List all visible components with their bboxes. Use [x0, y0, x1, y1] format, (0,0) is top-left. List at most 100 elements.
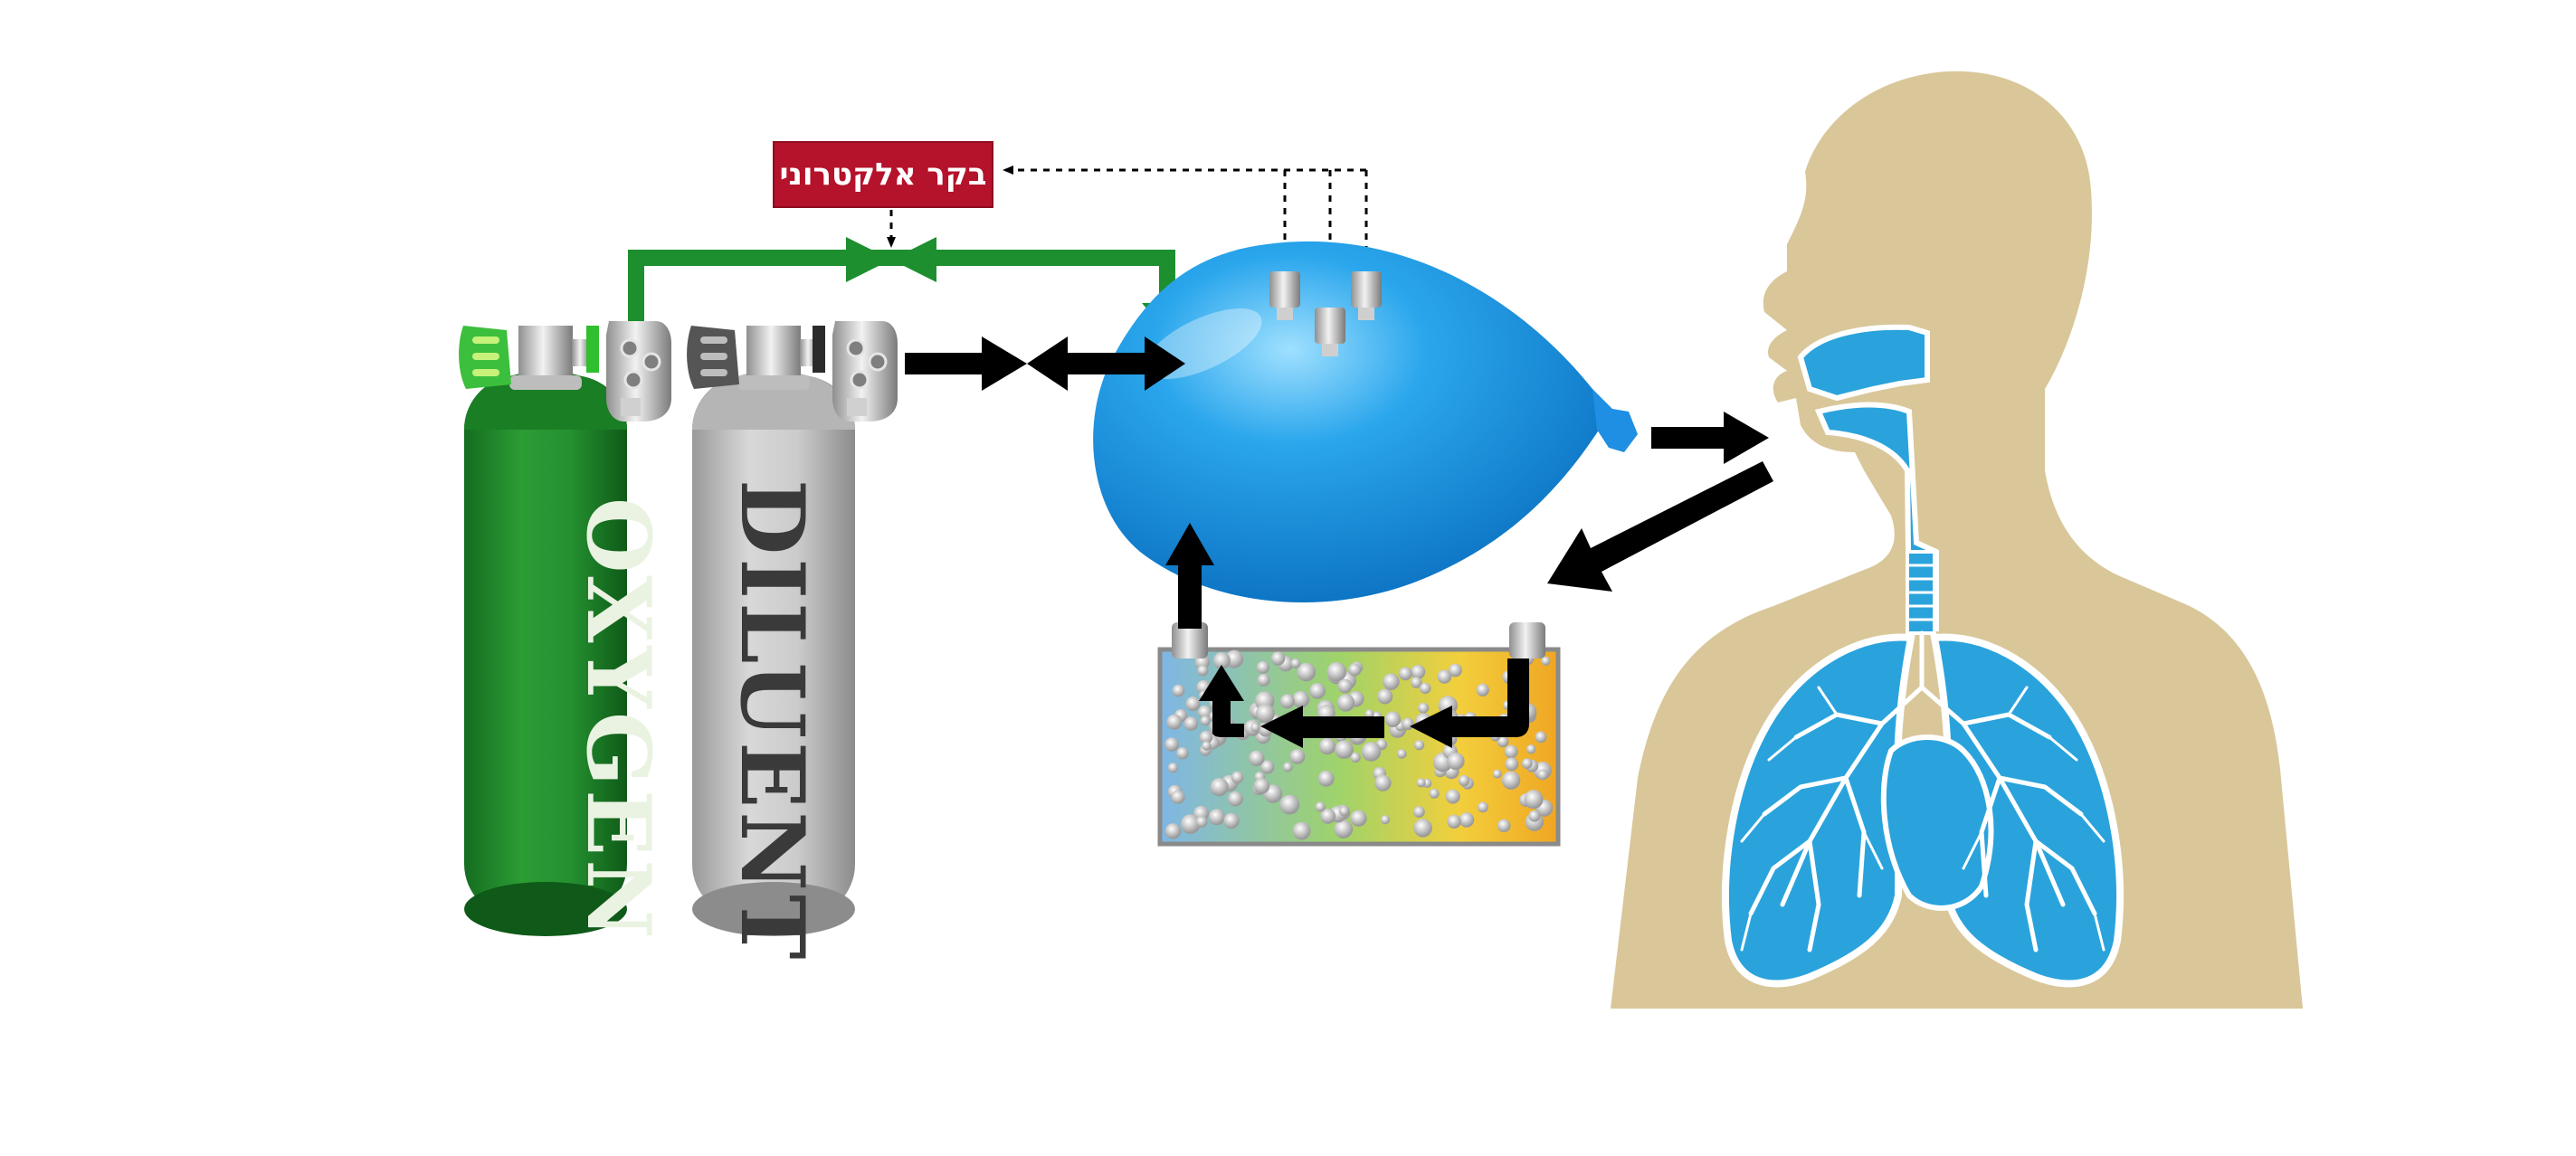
- scrubber-granule: [1289, 749, 1306, 764]
- scrubber-granule: [1537, 769, 1548, 781]
- scrubber-granule: [1183, 716, 1199, 731]
- oxygen-sensor-icon: [1351, 271, 1382, 320]
- scrubber-granule: [1541, 656, 1551, 666]
- scrubber-granule: [1437, 669, 1452, 684]
- scrubber-granule: [1501, 771, 1521, 790]
- scrubber-granule: [1292, 821, 1311, 840]
- scrubber-granule: [1253, 778, 1270, 794]
- scrubber-granule: [1350, 810, 1367, 827]
- scrubber-granule: [1279, 694, 1295, 709]
- scrubber-granule: [1374, 774, 1392, 791]
- scrubber-granule: [1202, 741, 1212, 751]
- tank-label-diluent: DILUENT: [721, 479, 823, 962]
- scrubber-granule: [1282, 762, 1293, 772]
- scrubber-granule: [1361, 742, 1382, 762]
- scrubber-granule: [1397, 749, 1407, 759]
- scrubber-granule: [1249, 750, 1265, 766]
- scrubber-granule: [1172, 684, 1185, 697]
- scrubber-granule: [1317, 770, 1335, 787]
- scrubber-granule: [1447, 814, 1461, 829]
- arrow-right-icon: [905, 336, 1027, 391]
- arrow-double-icon: [1027, 336, 1185, 391]
- scrubber-granule: [1478, 801, 1488, 813]
- scrubber-granule: [1528, 810, 1541, 822]
- scrubber-granule: [1383, 673, 1400, 690]
- arrow-left-icon: [1199, 659, 1529, 748]
- scrubber-granule: [1458, 774, 1470, 787]
- scrubber-granule: [1476, 683, 1489, 696]
- oxygen-tank: OXYGEN: [459, 326, 670, 943]
- controller-label: בקר אלקטרוני: [779, 156, 987, 193]
- scrubber-granule: [1223, 812, 1240, 829]
- scrubber-granule: [1413, 806, 1425, 818]
- flow-arrows: [905, 336, 1773, 748]
- scrubber-granule: [1429, 788, 1440, 799]
- scrubber-granule: [1337, 678, 1353, 694]
- scrubber-granule: [1210, 778, 1229, 797]
- scrubber-granule: [1260, 760, 1275, 774]
- scrubber-granule: [1199, 730, 1213, 744]
- scrubber-granule: [1185, 696, 1201, 712]
- scrubber-granule: [1348, 663, 1362, 677]
- scrubber-granule: [1416, 778, 1426, 788]
- scrubber-granule: [1208, 809, 1225, 826]
- scrubber-granule: [1505, 757, 1519, 772]
- diluent-valve-knob-icon: [687, 326, 739, 389]
- scrubber-granule: [1492, 769, 1502, 779]
- scrubber-granule: [1339, 806, 1350, 817]
- scrubber-granule: [1270, 651, 1286, 666]
- scrubber-granule: [1402, 717, 1414, 731]
- arrow-right-icon: [1651, 412, 1769, 464]
- scrubber-granule: [1336, 694, 1355, 712]
- scrubber-granule: [1445, 789, 1460, 804]
- airway: [1797, 324, 1939, 635]
- oxygen-sensor-icon: [1315, 308, 1345, 356]
- scrubber-granule: [1166, 714, 1183, 730]
- scrubber-granule: [1459, 812, 1475, 828]
- scrubber-granule: [1164, 823, 1182, 839]
- scrubber-granule: [1257, 673, 1270, 687]
- scrubber-granule: [1320, 809, 1336, 824]
- scrubber-granule: [1195, 816, 1208, 828]
- diluent-first-stage-regulator: [813, 321, 898, 422]
- scrubber-granule: [1176, 747, 1189, 760]
- scrubber-granule: [1398, 667, 1412, 681]
- scrubber-granule: [1255, 704, 1275, 724]
- scrubber-granule: [1414, 740, 1425, 751]
- scrubber-granule: [1309, 683, 1326, 699]
- scrubber-granule: [1413, 819, 1432, 838]
- scrubber-granule: [1315, 801, 1326, 812]
- scrubber-granule: [1164, 737, 1179, 752]
- scrubber-granule: [1197, 705, 1212, 720]
- electronic-controller: בקר אלקטרוני: [773, 141, 993, 208]
- scrubber-granule: [1167, 763, 1179, 773]
- scrubber-granule: [1171, 790, 1185, 804]
- scrubber-granule: [1197, 665, 1209, 677]
- scrubber-granule: [1411, 664, 1426, 679]
- scrubber-granule: [1449, 663, 1462, 677]
- oxygen-sensor-icon: [1269, 271, 1300, 320]
- scrubber-granule: [1256, 660, 1269, 675]
- scrubber-granule: [1335, 740, 1354, 759]
- scrubber-granule: [1526, 744, 1536, 754]
- scrubber-granule: [1228, 791, 1243, 807]
- scrubber-granule: [1521, 758, 1533, 769]
- arrow-up-icon: [1165, 523, 1214, 629]
- scrubber-granule: [1200, 715, 1211, 726]
- scrubber-granule: [1420, 682, 1431, 695]
- arrow-down-left-icon: [1547, 461, 1773, 592]
- scrubber-granule: [1447, 753, 1465, 771]
- scrubber-granule: [1279, 794, 1300, 815]
- scrubber-granule: [1497, 735, 1509, 748]
- scrubber-granule: [1377, 688, 1393, 705]
- scrubber-granule: [1326, 661, 1347, 682]
- scrubber-granule: [1524, 790, 1544, 810]
- scrubber-granule: [1334, 820, 1354, 839]
- scrubber-granule: [1297, 662, 1317, 682]
- scrubber-granule: [1535, 731, 1547, 744]
- scrubber-granule: [1418, 702, 1430, 714]
- scrubber-granule: [1180, 814, 1201, 834]
- scrubber-granule: [1380, 815, 1391, 825]
- scrubber-granule: [1231, 771, 1244, 784]
